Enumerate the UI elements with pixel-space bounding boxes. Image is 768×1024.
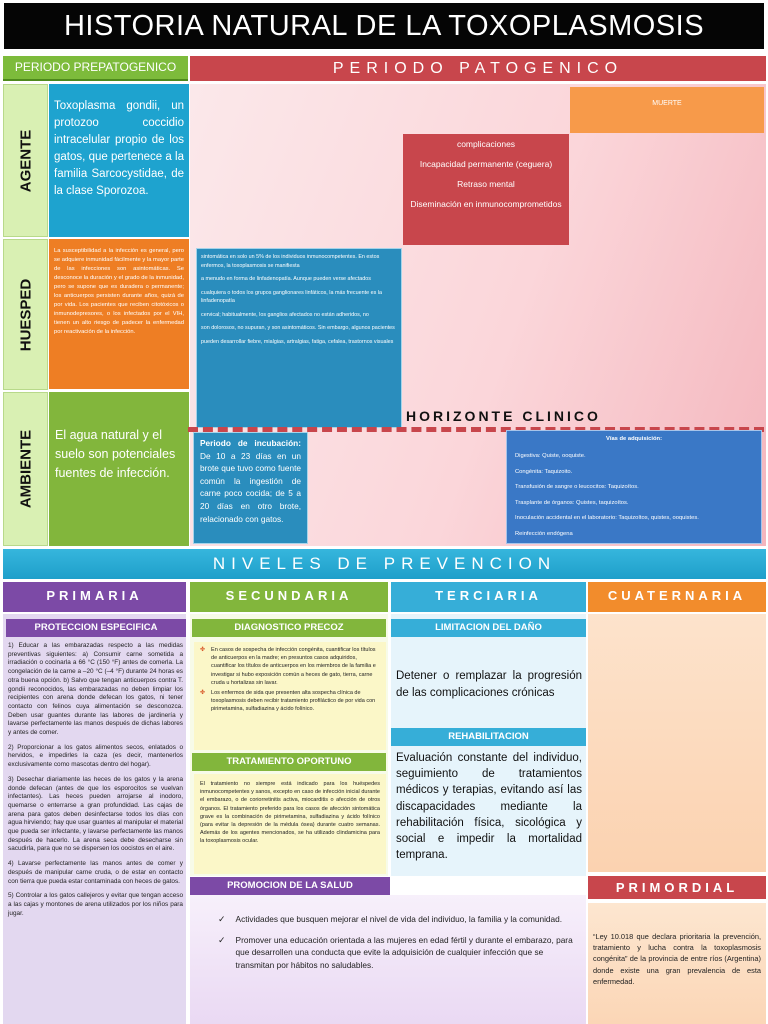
diagnostico-item: ✤Los enfermos de sida que presenten alta…: [200, 690, 376, 713]
primaria-item: 3) Desechar diariamente las heces de los…: [8, 775, 183, 853]
subhead-proteccion: PROTECCION ESPECIFICA: [6, 619, 186, 637]
via-item: Digestiva: Quiste, ooquiste.: [515, 453, 586, 459]
promocion-area: ✓Actividades que busquen mejorar el nive…: [190, 895, 586, 1024]
bullet-icon: ✤: [200, 647, 206, 653]
via-item: Transfusión de sangre o leucocitos: Taqu…: [515, 484, 639, 490]
primaria-column: [3, 614, 186, 1024]
primaria-item: 2) Proporcionar a los gatos alimentos se…: [8, 743, 183, 769]
via-item: Reinfección endógena: [515, 530, 573, 537]
subhead-diagnostico: DIAGNOSTICO PRECOZ: [192, 619, 386, 637]
level-secundaria: SECUNDARIA: [190, 582, 388, 612]
sintoma-item: pueden desarrollar fiebre, mialgias, art…: [201, 338, 394, 345]
rehabilitacion-text: Evaluación constante del individuo, segu…: [396, 752, 582, 862]
promocion-item: ✓Actividades que busquen mejorar el nive…: [218, 914, 563, 924]
via-item: Trasplante de órganos: Quistes, taquizoí…: [515, 499, 629, 506]
primordial-header: PRIMORDIAL: [588, 876, 766, 899]
primaria-item: 4) Lavarse perfectamente las manos antes…: [8, 860, 183, 885]
via-item: Inoculación accidental en el laboratorio…: [515, 515, 699, 521]
horizonte-clinico-label: HORIZONTE CLINICO: [406, 408, 601, 424]
primaria-item: 5) Controlar a los gatos callejeros y ev…: [8, 892, 183, 917]
promocion-item: ✓Promover una educación orientada a las …: [218, 934, 573, 970]
header-prepatogenico: PERIODO PREPATOGENICO: [3, 56, 188, 81]
incubacion-text: De 10 a 23 días en un brote que tuvo com…: [200, 450, 302, 524]
header-patogenico: PERIODO PATOGENICO: [190, 56, 766, 81]
bullet-icon: ✤: [200, 690, 206, 697]
subhead-limitacion: LIMITACION DEL DAÑO: [391, 619, 586, 637]
niveles-header: NIVELES DE PREVENCION: [3, 549, 766, 579]
sintomas-box: sintomática en solo un 5% de los individ…: [196, 248, 402, 428]
diagnostico-text: ✤En casos de sospecha de infección congé…: [194, 642, 386, 750]
side-label-ambiente: AMBIENTE: [3, 392, 48, 546]
vias-title: Vías de adquisición:: [605, 436, 663, 442]
sintoma-item: sintomática en solo un 5% de los individ…: [201, 254, 380, 269]
via-item: Congénita: Taquizoito.: [515, 468, 573, 475]
primaria-text: 1) Educar a las embarazadas respecto a l…: [8, 642, 183, 1022]
side-label-agente: AGENTE: [3, 84, 48, 237]
huesped-description: La susceptibilidad a la infección es gen…: [49, 239, 189, 389]
horizonte-line: [188, 427, 764, 435]
complicaciones-box: complicaciones Incapacidad permanente (c…: [403, 134, 569, 245]
ambiente-description: El agua natural y el suelo son potencial…: [49, 392, 189, 546]
sintoma-item: cervical; habitualmente, los ganglios af…: [201, 311, 369, 318]
cuaternaria-column: [588, 614, 766, 872]
page-title: HISTORIA NATURAL DE LA TOXOPLASMOSIS: [4, 3, 764, 49]
incubacion-box: Periodo de incubación: De 10 a 23 días e…: [193, 432, 308, 544]
complicacion-item: Incapacidad permanente (ceguera): [419, 159, 553, 169]
muerte-box: MUERTE: [570, 87, 764, 133]
sintoma-item: cualquiera o todos los grupos ganglionar…: [201, 289, 382, 305]
side-label-huesped: HUESPED: [3, 239, 48, 390]
agente-description: Toxoplasma gondii, un protozoo coccidio …: [49, 84, 189, 237]
tratamiento-text: El tratamiento no siempre está indicado …: [194, 774, 386, 874]
subhead-tratamiento: TRATAMIENTO OPORTUNO: [192, 753, 386, 771]
subhead-promocion: PROMOCION DE LA SALUD: [190, 877, 390, 895]
primaria-item: 1) Educar a las embarazadas respecto a l…: [8, 642, 183, 737]
complicacion-item: Diseminación en inmunocomprometidos: [410, 199, 562, 209]
check-icon: ✓: [218, 934, 226, 945]
vias-box: Vías de adquisición: Digestiva: Quiste, …: [506, 430, 762, 544]
sintoma-item: son dolorosos, no supuran, y son asintom…: [201, 325, 395, 331]
subhead-rehabilitacion: REHABILITACION: [391, 728, 586, 746]
level-primaria: PRIMARIA: [3, 582, 186, 612]
incubacion-label: Periodo de incubación:: [200, 438, 301, 448]
limitacion-text: Detener o remplazar la progresión de las…: [396, 670, 582, 699]
level-terciaria: TERCIARIA: [391, 582, 586, 612]
check-icon: ✓: [218, 914, 226, 924]
diagnostico-item: ✤En casos de sospecha de infección congé…: [200, 647, 376, 686]
level-cuaternaria: CUATERNARIA: [588, 582, 766, 612]
complicaciones-title: complicaciones: [456, 139, 516, 149]
primordial-text: “Ley 10.018 que declara prioritaria la p…: [588, 903, 766, 1024]
sintoma-item: a menudo en forma de linfadenopatía. Aun…: [201, 276, 371, 282]
complicacion-item: Retraso mental: [457, 179, 515, 189]
